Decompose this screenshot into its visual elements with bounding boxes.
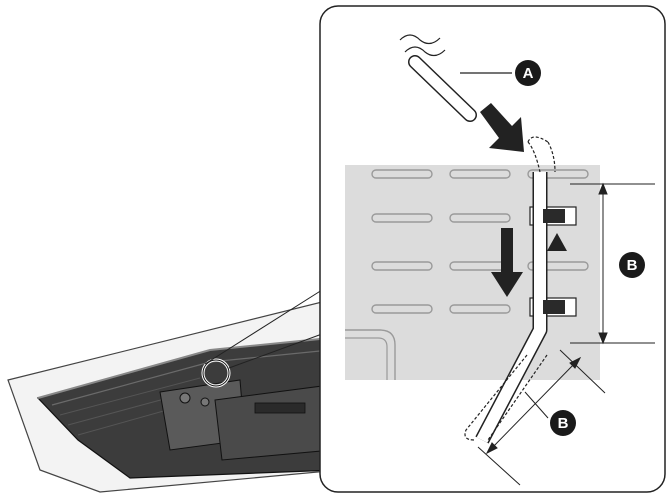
tv-rear-view (7, 299, 341, 493)
callout-a: A (515, 60, 541, 86)
callout-b-length: B (550, 410, 576, 436)
cable-end-icon (399, 34, 512, 122)
insert-arrow-icon (480, 103, 524, 152)
vent-slots (371, 169, 589, 314)
tv-back-panel (345, 165, 600, 380)
triangle-marker-icon (547, 233, 567, 251)
callout-a-label: A (523, 65, 534, 82)
zoom-leader-lines (204, 289, 323, 369)
arrow-down-icon (491, 228, 523, 297)
cable-dashed-lower (464, 354, 528, 441)
callout-b-height-label: B (627, 257, 638, 274)
zoom-panel: A B B (319, 5, 666, 493)
dimension-lines (477, 182, 655, 486)
callout-b-length-label: B (558, 415, 569, 432)
callout-b-height: B (619, 252, 645, 278)
cable-dashed-upper (527, 141, 541, 173)
